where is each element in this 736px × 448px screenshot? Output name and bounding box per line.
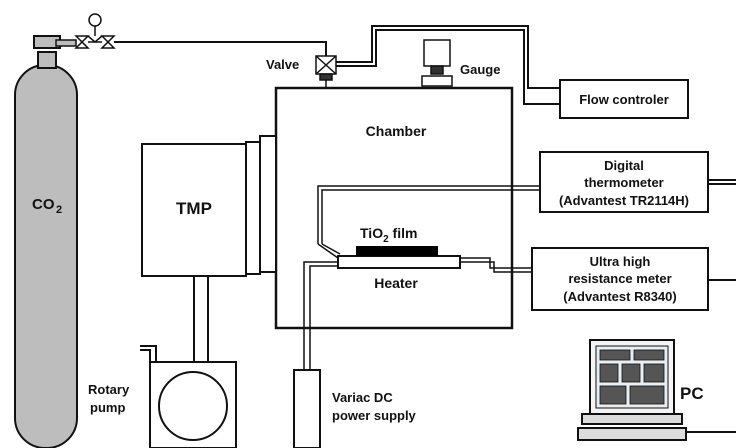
valve-label: Valve	[266, 57, 299, 72]
meter-label-line3: (Advantest R8340)	[563, 289, 676, 304]
digital-label-line2: thermometer	[584, 175, 663, 190]
meter-label-line2: resistance meter	[568, 271, 671, 286]
variac-label-line2: power supply	[332, 408, 417, 423]
gas-line	[114, 41, 327, 56]
pc-icon	[577, 339, 687, 441]
pc-label: PC	[680, 384, 704, 403]
resistance-wire	[460, 257, 532, 273]
meter-label-line1: Ultra high	[590, 254, 651, 269]
co2-cylinder	[14, 35, 78, 448]
heater-plate	[337, 255, 461, 269]
film-label: TiO2 film	[360, 225, 417, 245]
co2-subscript: 2	[56, 204, 62, 216]
pump-line	[193, 276, 209, 362]
thermometer-wire	[317, 185, 540, 244]
chamber-box	[274, 86, 514, 330]
chamber-label: Chamber	[366, 123, 427, 139]
valve-icon	[315, 55, 337, 88]
flow-controller-label: Flow controler	[579, 92, 669, 107]
heater-label: Heater	[374, 275, 418, 291]
tmp-flange	[245, 135, 277, 275]
co2-label: CO	[32, 196, 55, 213]
variac-box	[293, 369, 321, 448]
digital-label-line3: (Advantest TR2114H)	[559, 193, 689, 208]
gauge-icon	[421, 39, 453, 87]
rotary-pump	[140, 345, 237, 448]
variac-label-line1: Variac DC	[332, 390, 393, 405]
rotary-label-line1: Rotary	[88, 382, 130, 397]
digital-thermometer-box	[539, 151, 709, 213]
gauge-label: Gauge	[460, 62, 500, 77]
power-wire	[303, 261, 338, 370]
flow-controller-box	[559, 79, 689, 119]
tmp-label: TMP	[176, 199, 212, 218]
digital-label-line1: Digital	[604, 158, 644, 173]
resistance-meter-box	[531, 247, 709, 311]
tio2-film	[356, 246, 438, 256]
flow-line	[336, 25, 560, 89]
rotary-label-line2: pump	[90, 400, 125, 415]
cylinder-valve-icon	[74, 13, 116, 49]
